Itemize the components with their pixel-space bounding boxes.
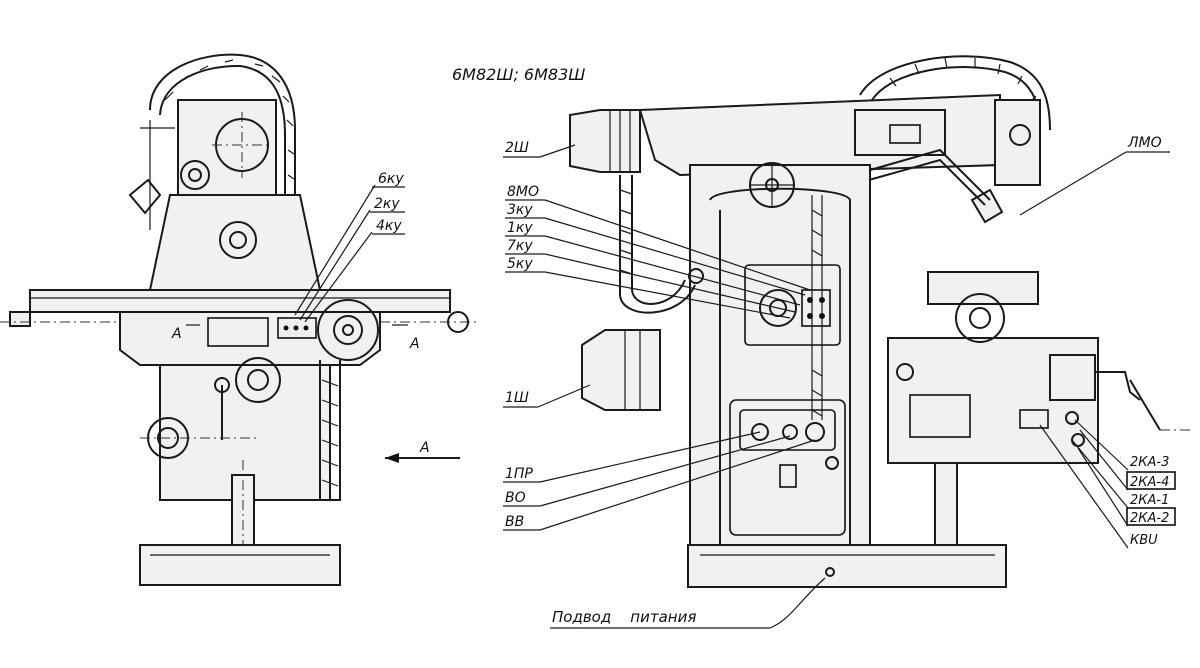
- label-8mo: 8МО: [507, 184, 539, 200]
- drawing-title: 6М82Ш; 6М83Ш: [452, 65, 585, 84]
- label-6ku: 6кy: [378, 171, 404, 187]
- side-view-labels: 2Ш 8МО 3кy 1кy 7кy 5кy 1Ш 1ПР ВО ВВ ЛМО …: [503, 135, 1176, 629]
- front-view-labels: 6кy 2кy 4кy A A A: [171, 171, 430, 456]
- label-vo: ВО: [505, 490, 526, 506]
- label-2ka-1: 2КА-1: [1130, 493, 1169, 508]
- label-lmo: ЛМО: [1127, 135, 1162, 151]
- label-5ku: 5кy: [507, 256, 533, 272]
- label-1ku: 1кy: [507, 220, 533, 236]
- front-view: [0, 53, 480, 586]
- label-2ka-3: 2КА-3: [1130, 455, 1169, 470]
- label-7ku: 7кy: [507, 238, 533, 254]
- label-view-a: A: [419, 440, 430, 456]
- label-4ku: 4кy: [376, 218, 402, 234]
- label-section-a-left: A: [171, 326, 182, 342]
- label-2ku: 2кy: [374, 196, 400, 212]
- label-1sh: 1Ш: [505, 390, 529, 406]
- label-section-a-right: A: [409, 336, 420, 352]
- label-2ka-2: 2КА-2: [1130, 511, 1169, 526]
- side-view: [569, 55, 1190, 588]
- label-2sh: 2Ш: [505, 140, 529, 156]
- label-power-supply: Подвод питания: [552, 608, 696, 626]
- label-kvu: КВU: [1130, 533, 1158, 548]
- label-1pr: 1ПР: [505, 466, 533, 482]
- label-3ku: 3кy: [507, 202, 533, 218]
- label-2ka-4: 2КА-4: [1130, 475, 1169, 490]
- label-vv: ВВ: [505, 514, 524, 530]
